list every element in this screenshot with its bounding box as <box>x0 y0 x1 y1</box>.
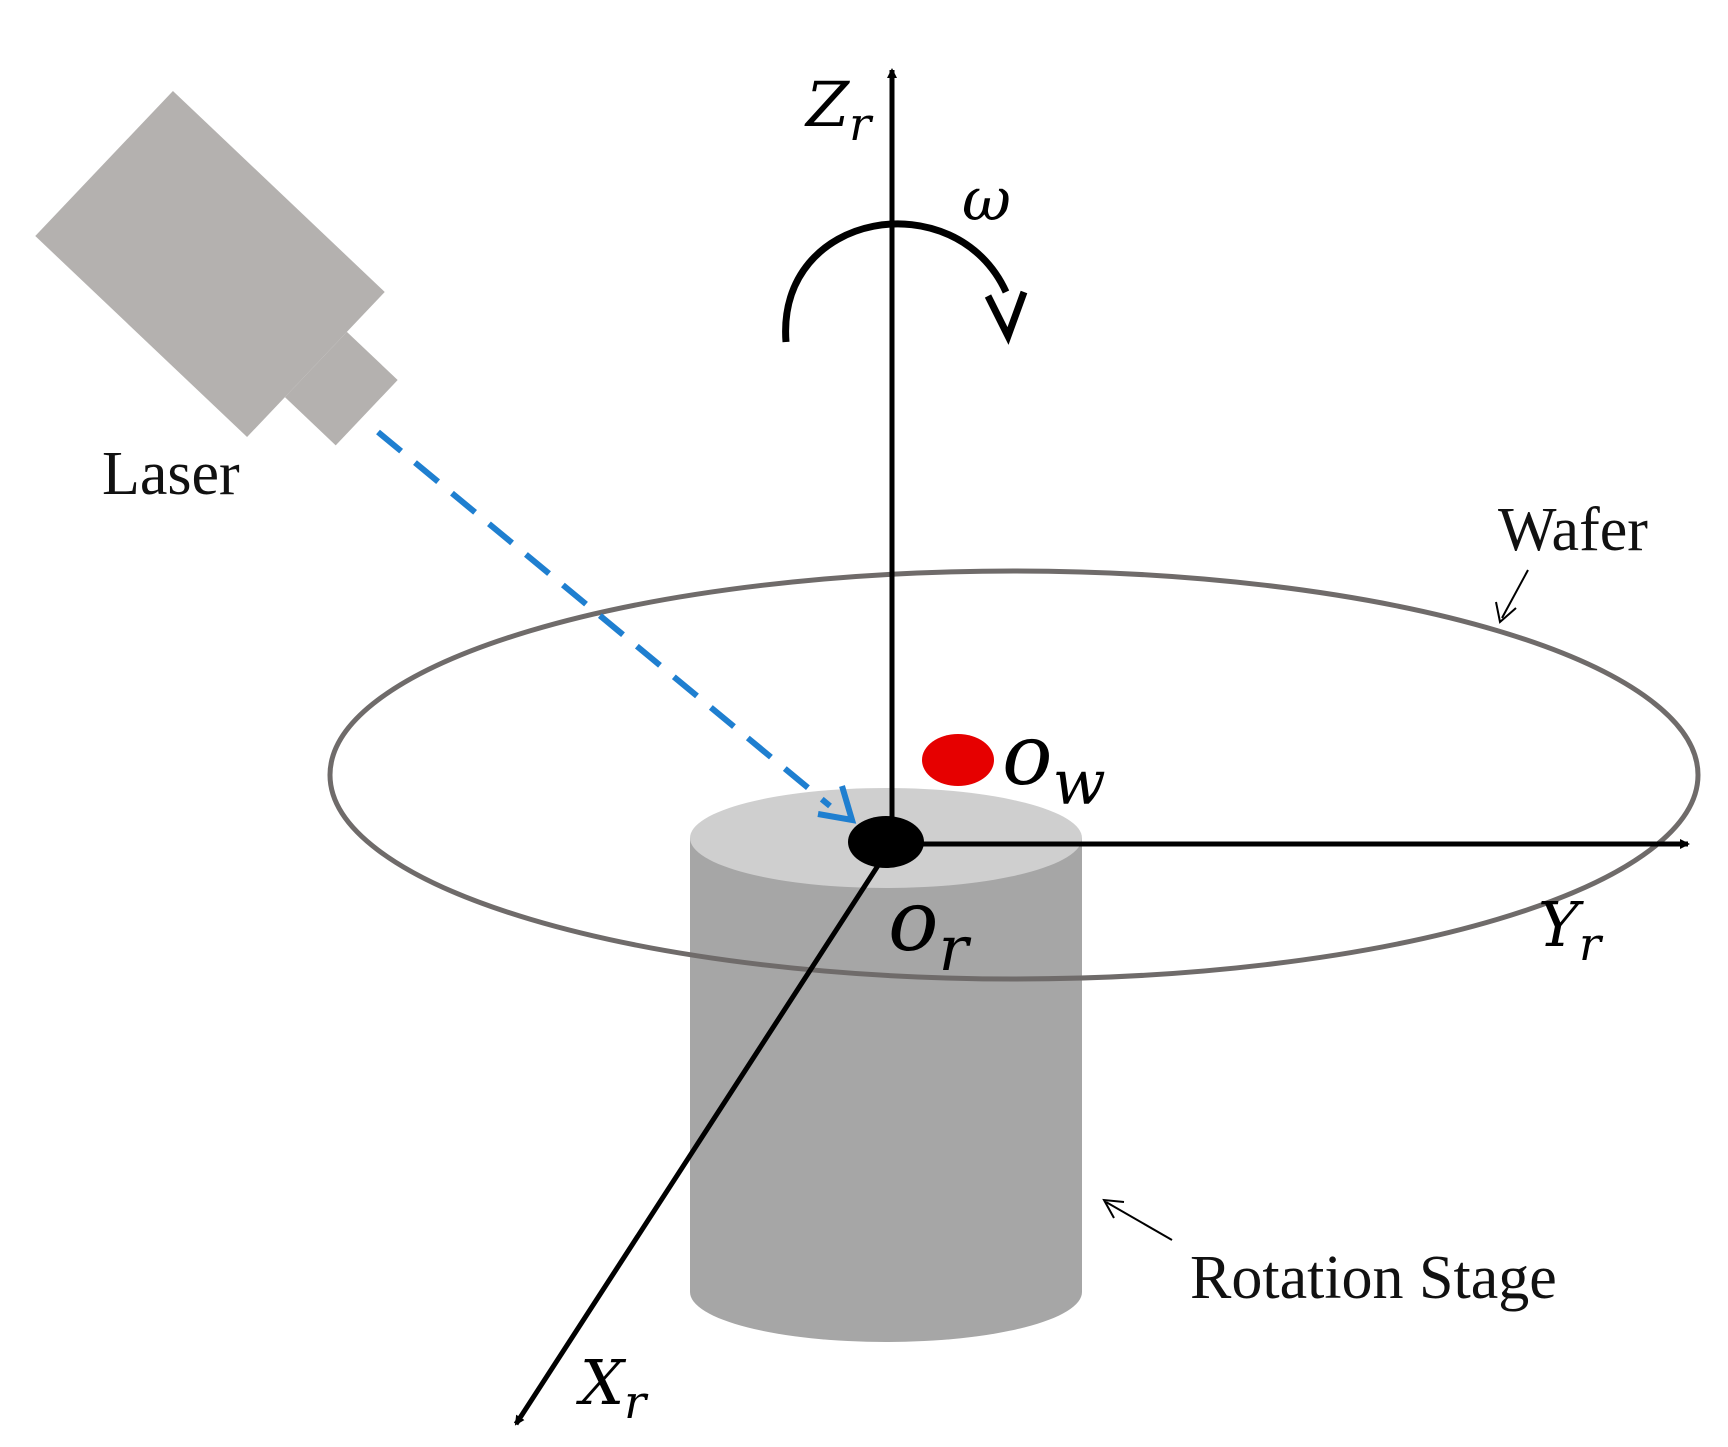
omega-label: ω <box>962 165 1011 235</box>
x-axis-main: X <box>576 1346 627 1419</box>
laser-nozzle <box>284 331 398 446</box>
z-axis-label: Zr <box>804 68 874 151</box>
rotation-stage-pointer <box>1102 1198 1173 1241</box>
wafer-pointer <box>1495 569 1529 624</box>
rotation-arc <box>782 220 1010 343</box>
origin-w-main: o <box>1002 706 1053 804</box>
laser-device <box>35 90 398 446</box>
origin-r-main: o <box>888 872 939 970</box>
rotation-stage-label: Rotation Stage <box>1190 1244 1557 1312</box>
laser-beam-arrowhead <box>817 785 857 824</box>
x-axis-sub: r <box>624 1375 649 1429</box>
origin-w-label: ow <box>1002 706 1106 819</box>
laser-label: Laser <box>102 440 240 508</box>
coordinate-axes <box>513 68 1690 1426</box>
x-axis-line <box>513 842 895 1426</box>
wafer-ring <box>327 568 1701 982</box>
laser-body <box>35 90 385 438</box>
origin-w-dot <box>922 734 994 786</box>
origin-r-dot <box>848 816 924 868</box>
z-axis-main: Z <box>804 68 850 141</box>
wafer-label: Wafer <box>1498 496 1648 564</box>
origin-r-label: or <box>888 872 972 985</box>
rotation-arrowhead <box>984 290 1028 345</box>
laser-beam <box>376 429 857 824</box>
y-axis-sub: r <box>1579 917 1604 971</box>
y-axis-main: Y <box>1538 888 1584 961</box>
laser-beam-line <box>376 429 832 809</box>
origin-r-sub: r <box>939 912 972 985</box>
rotation-stage-body <box>690 838 1082 1342</box>
rotation-arrow <box>782 220 1028 345</box>
y-axis-label: Yr <box>1538 888 1604 971</box>
z-axis-sub: r <box>849 97 874 151</box>
x-axis-label: Xr <box>576 1346 649 1429</box>
origin-w-sub: w <box>1053 746 1106 819</box>
